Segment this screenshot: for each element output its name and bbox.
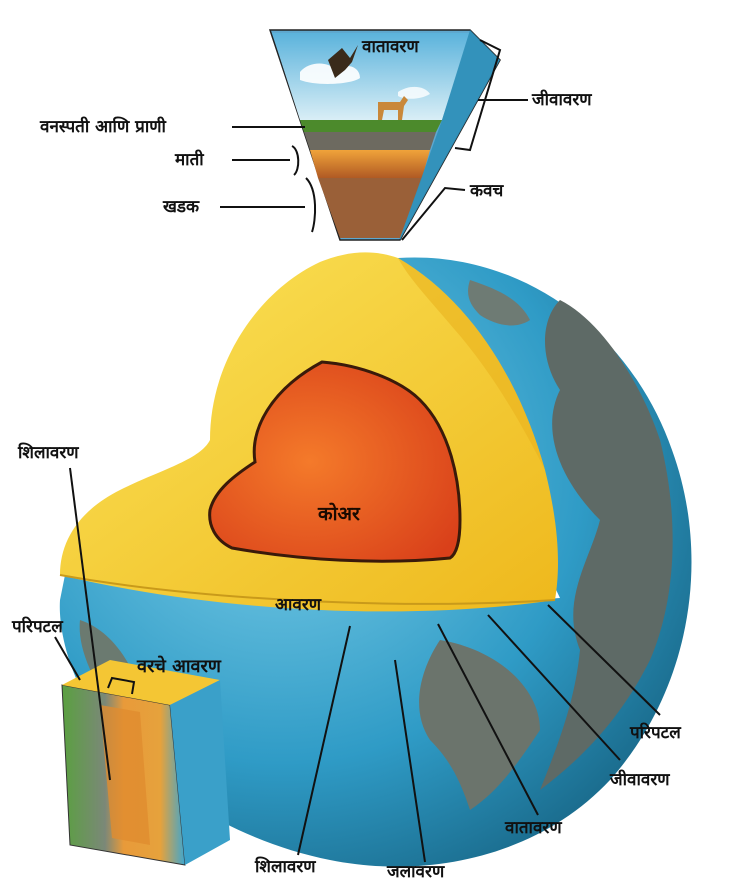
cut-block xyxy=(62,660,230,865)
label-rock: खडक xyxy=(162,197,200,217)
label-soil: माती xyxy=(174,149,204,170)
label-environment-left: परिपटल xyxy=(11,616,64,637)
wedge-grass xyxy=(300,120,442,132)
leader-rock-brace xyxy=(306,178,315,232)
wedge-soil xyxy=(310,150,430,178)
label-plants-animals: वनस्पती आणि प्राणी xyxy=(39,116,167,137)
label-lithosphere-left: शिलावरण xyxy=(17,442,79,463)
label-upper-mantle: वरचे आवरण xyxy=(136,655,222,677)
label-biosphere-bottom: जीवावरण xyxy=(609,769,670,790)
label-mantle: आवरण xyxy=(275,595,322,615)
crust-wedge xyxy=(270,30,500,240)
label-atmosphere-bottom: वातावरण xyxy=(504,818,562,838)
wedge-topsoil xyxy=(304,132,436,150)
leader-soil-brace xyxy=(292,146,298,175)
label-atmosphere-top: वातावरण xyxy=(361,37,419,57)
label-environment-right: परिपटल xyxy=(629,722,682,743)
label-lithosphere-bottom: शिलावरण xyxy=(254,856,316,877)
wedge-cloud xyxy=(300,64,360,84)
label-core: कोअर xyxy=(317,502,361,525)
label-biosphere-top: जीवावरण xyxy=(531,89,592,110)
label-crust: कवच xyxy=(469,181,505,201)
label-hydrosphere: जलावरण xyxy=(386,862,445,882)
